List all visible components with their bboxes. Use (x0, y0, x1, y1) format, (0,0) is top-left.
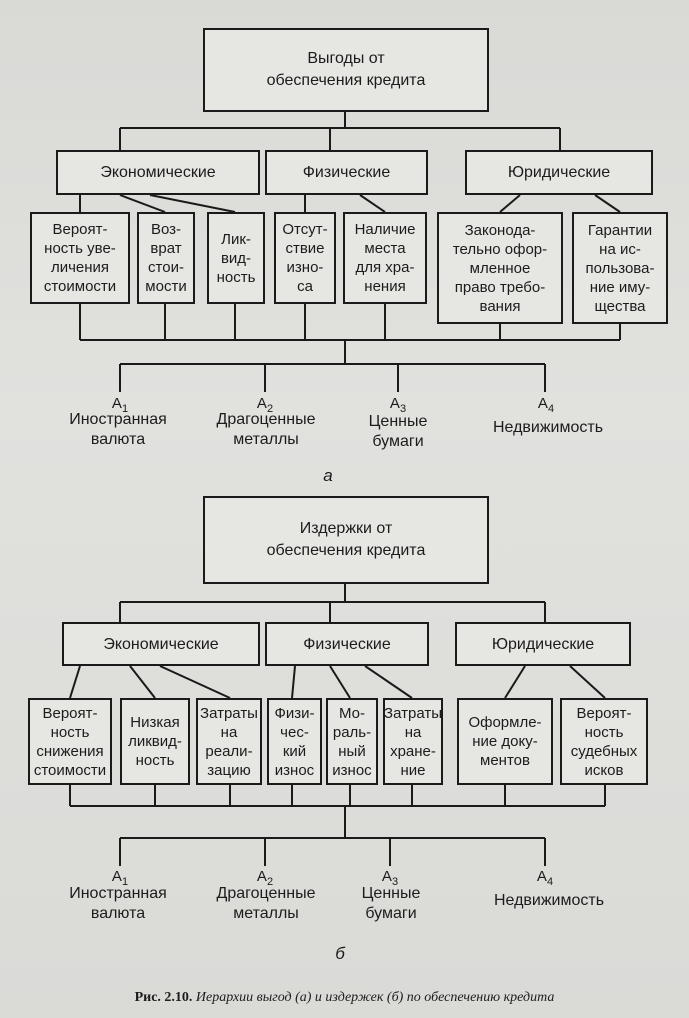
figure-caption: Рис. 2.10. Иерархии выгод (а) и издержек… (0, 990, 689, 1006)
category-label: Юридические (507, 164, 611, 181)
category-legal: Юридические (455, 622, 631, 666)
criterion-box: Отсут- ствие изно- са (274, 212, 336, 304)
alternative-id: A1 (111, 395, 129, 415)
panel-label-a: а (323, 466, 333, 485)
criterion-label: Отсут- ствие изно- са (282, 221, 328, 295)
criterion-box: Наличие места для хра- нения (343, 212, 427, 304)
criterion-box: Затраты на реали- зацию (196, 698, 262, 785)
figure-number: Рис. 2.10. (134, 990, 193, 1005)
criterion-box: Низкая ликвид- ность (120, 698, 190, 785)
alternative-label: Ценные бумаги (368, 413, 428, 450)
alternative-id: A2 (256, 868, 274, 888)
criterion-label: Законода- тельно офор- мленное право тре… (452, 221, 548, 315)
alternative-label: Иностранная валюта (69, 411, 167, 448)
goal-label: Издержки от обеспечения кредита (266, 520, 426, 559)
alternative-label: Драгоценные металлы (216, 411, 316, 448)
category-label: Экономические (100, 164, 216, 181)
criterion-label: Физи- чес- кий износ (274, 704, 315, 779)
criterion-box: Физи- чес- кий износ (267, 698, 322, 785)
figure-caption-text: Иерархии выгод (а) и издержек (б) по обе… (195, 990, 555, 1005)
category-physical: Физические (265, 150, 428, 195)
goal-label: Выгоды от обеспечения кредита (266, 50, 426, 89)
criterion-label: Мо- раль- ный износ (332, 704, 372, 779)
criterion-label: Оформле- ние доку- ментов (468, 714, 542, 769)
criterion-label: Воз- врат стои- мости (145, 221, 187, 295)
alternative-id: A3 (389, 395, 407, 415)
alternative-label: Недвижимость (493, 892, 605, 909)
criterion-box: Лик- вид- ность (207, 212, 265, 304)
category-economic: Экономические (56, 150, 260, 195)
alternative-id: A2 (256, 395, 274, 415)
criterion-box: Мо- раль- ный износ (326, 698, 378, 785)
criterion-label: Затраты на реали- зацию (200, 704, 258, 779)
criterion-label: Гарантии на ис- пользова- ние иму- ществ… (585, 221, 655, 315)
criterion-label: Затраты на хране- ние (384, 704, 442, 779)
category-economic: Экономические (62, 622, 260, 666)
alternative-id: A3 (381, 868, 399, 888)
criterion-label: Лик- вид- ность (216, 230, 256, 286)
criterion-label: Вероят- ность снижения стоимости (33, 704, 107, 779)
criterion-label: Низкая ликвид- ность (128, 714, 182, 769)
panel-label-b: б (335, 944, 345, 963)
criterion-label: Вероят- ность судебных исков (570, 704, 638, 779)
category-legal: Юридические (465, 150, 653, 195)
alternative-id: A1 (111, 868, 129, 888)
criterion-box: Вероят- ность снижения стоимости (28, 698, 112, 785)
goal-box-benefits: Выгоды от обеспечения кредита (203, 28, 489, 112)
alternative-label: Ценные бумаги (361, 885, 421, 922)
alternative-label: Недвижимость (492, 419, 604, 436)
alternative-label: Иностранная валюта (69, 885, 167, 922)
criterion-box: Вероят- ность судебных исков (560, 698, 648, 785)
category-label: Физические (302, 164, 391, 181)
criterion-box: Оформле- ние доку- ментов (457, 698, 553, 785)
criterion-box: Затраты на хране- ние (383, 698, 443, 785)
criterion-box: Вероят- ность уве- личения стоимости (30, 212, 130, 304)
category-label: Экономические (103, 635, 219, 653)
criterion-box: Воз- врат стои- мости (137, 212, 195, 304)
category-label: Физические (303, 635, 391, 653)
criterion-label: Вероят- ность уве- личения стоимости (43, 221, 117, 295)
criterion-box: Законода- тельно офор- мленное право тре… (437, 212, 563, 324)
criterion-box: Гарантии на ис- пользова- ние иму- ществ… (572, 212, 668, 324)
category-label: Юридические (491, 635, 595, 653)
category-physical: Физические (265, 622, 429, 666)
criterion-label: Наличие места для хра- нения (354, 221, 416, 295)
goal-box-costs: Издержки от обеспечения кредита (203, 496, 489, 584)
alternative-id: A4 (536, 868, 554, 888)
alternative-id: A4 (537, 395, 555, 415)
alternative-label: Драгоценные металлы (216, 885, 316, 922)
